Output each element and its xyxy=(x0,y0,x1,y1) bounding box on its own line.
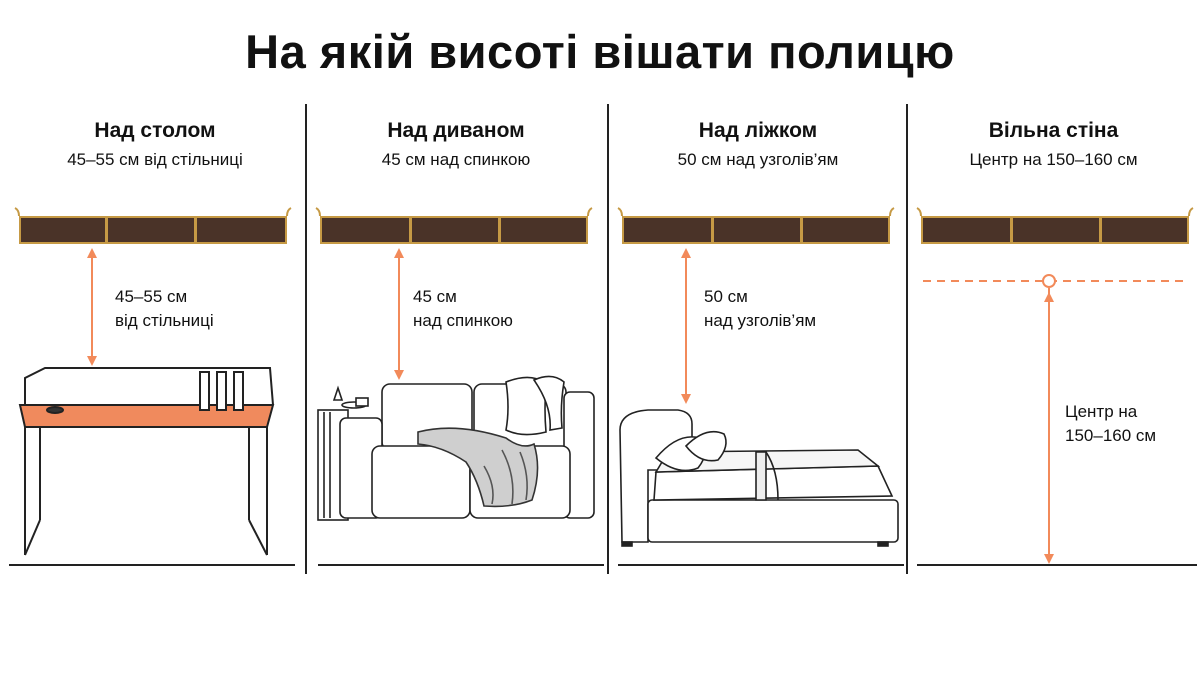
measure-label-line: над спинкою xyxy=(413,311,513,330)
panel-title: Над столом xyxy=(94,119,216,142)
measure-label: 50 см над узголів’ям xyxy=(704,285,816,333)
wall-shelf xyxy=(916,207,1194,244)
measure-label-line: над узголів’ям xyxy=(704,311,817,330)
panel-subtitle: 50 см над узголів’ям xyxy=(677,150,839,169)
measure-label-line: 45–55 см xyxy=(115,287,188,306)
panel-title: Над ліжком xyxy=(698,119,818,142)
wall-shelf xyxy=(617,207,895,244)
measure-label: Центр на 150–160 см xyxy=(1065,400,1156,448)
panel-subtitle: 45 см над спинкою xyxy=(381,150,531,169)
wall-shelf xyxy=(315,207,593,244)
measure-label-line: 45 см xyxy=(413,287,457,306)
measure-arrow xyxy=(681,248,691,404)
page-title: На якій висоті вішати полицю xyxy=(245,25,955,78)
panel-title: Вільна стіна xyxy=(988,119,1119,142)
bed-scene xyxy=(617,207,904,566)
desk-scene xyxy=(9,207,295,566)
wall-shelf xyxy=(14,207,292,244)
measure-label-line: 50 см xyxy=(704,287,748,306)
panel-subtitle: 45–55 см від стільниці xyxy=(67,150,243,169)
panel-divider xyxy=(906,104,908,574)
measure-arrow xyxy=(394,248,404,380)
sofa-scene xyxy=(315,207,604,566)
sofa xyxy=(317,375,595,521)
center-guide-line xyxy=(923,274,1185,288)
panel-subtitle: Центр на 150–160 см xyxy=(969,150,1138,169)
measure-label-line: 150–160 см xyxy=(1065,426,1157,445)
measure-label: 45 см над спинкою xyxy=(413,285,513,333)
panel-divider xyxy=(305,104,307,574)
free-wall-scene xyxy=(916,207,1197,566)
measure-arrow xyxy=(87,248,97,366)
bed xyxy=(619,409,899,547)
measure-label: 45–55 см від стільниці xyxy=(115,285,214,333)
panel-sofa: Над диваном 45 см над спинкою xyxy=(306,0,606,675)
panel-bed: Над ліжком 50 см над узголів’ям xyxy=(608,0,908,675)
panel-title: Над диваном xyxy=(387,119,525,142)
panel-desk: Над столом 45–55 см від стільниці xyxy=(5,0,305,675)
measure-arrow xyxy=(1044,288,1054,564)
desk xyxy=(18,367,275,556)
panel-free-wall: Вільна стіна Центр на 150–160 см Центр н… xyxy=(907,0,1200,675)
measure-label-line: від стільниці xyxy=(115,311,214,330)
panel-divider xyxy=(607,104,609,574)
measure-label-line: Центр на xyxy=(1065,402,1138,421)
